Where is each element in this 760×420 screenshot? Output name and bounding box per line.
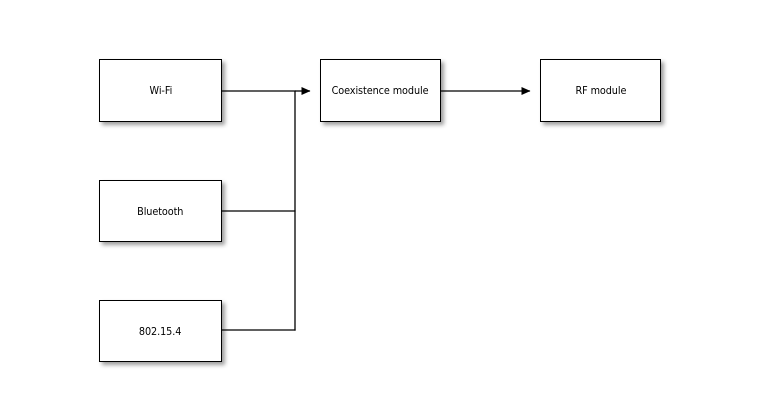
node-802-15-4-label: 802.15.4: [139, 324, 182, 338]
node-bluetooth-label: Bluetooth: [137, 204, 184, 218]
node-coexistence-module[interactable]: Coexistence module: [320, 59, 441, 122]
node-wifi-label: Wi-Fi: [149, 84, 172, 97]
node-rf-module-label: RF module: [575, 84, 626, 97]
node-coexistence-module-label: Coexistence module: [332, 84, 429, 97]
node-rf-module[interactable]: RF module: [540, 59, 661, 122]
node-802-15-4[interactable]: 802.15.4: [99, 300, 222, 362]
node-bluetooth[interactable]: Bluetooth: [99, 180, 222, 242]
node-wifi[interactable]: Wi-Fi: [99, 59, 222, 122]
